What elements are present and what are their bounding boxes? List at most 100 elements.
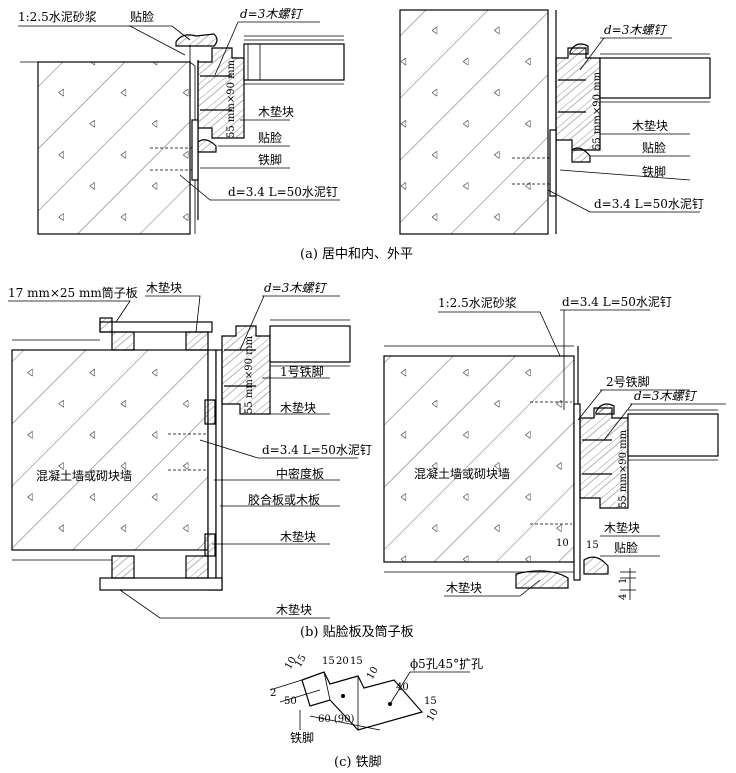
concrete-wall [383, 355, 575, 563]
label-block3: 木垫块 [276, 602, 312, 617]
figure-c: 2 10 15 15 20 15 10 50 40 15 10 60 (90) … [269, 653, 483, 745]
label-nail: d=3.4 L=50水泥钉 [262, 443, 372, 457]
label-block: 木垫块 [604, 520, 640, 535]
leader [603, 403, 633, 441]
leader [119, 589, 330, 619]
label-dim: 55 mm×90 mm [618, 429, 629, 508]
dim-line [279, 689, 321, 703]
label-wall: 混凝土墙或砌块墙 [36, 468, 132, 483]
door-leaf [243, 43, 345, 81]
dim-10b: 10 [365, 665, 381, 682]
figure-b-left: 17 mm×25 mm筒子板 木垫块 d=3木螺钉 55 mm×90 mm 1号… [8, 280, 372, 619]
wood-block [111, 331, 135, 351]
leader [128, 25, 191, 41]
label-mortar: 1:2.5水泥砂浆 [438, 295, 517, 310]
label-mdf: 中密度板 [276, 466, 324, 481]
label-screw: d=3木螺钉 [634, 389, 697, 403]
label-block2: 木垫块 [446, 580, 482, 595]
label-dim: 55 mm×90 mm [226, 59, 237, 138]
dim-15a: 15 [293, 653, 309, 670]
leader [145, 295, 201, 333]
wood-block [185, 331, 209, 351]
label-nail: d=3.4 L=50水泥钉 [594, 197, 704, 211]
label-block2: 木垫块 [280, 529, 316, 544]
plate-fold [323, 671, 331, 701]
board-bottom [99, 577, 223, 591]
dim-20: 20 [336, 656, 349, 667]
label-dim: 55 mm×90 mm [592, 71, 603, 150]
trim-block [99, 317, 113, 333]
label-block: 木垫块 [280, 400, 316, 415]
label-foot: 铁脚 [258, 152, 282, 167]
label-board: 17 mm×25 mm筒子板 [8, 285, 138, 300]
label-screw: d=3木螺钉 [240, 7, 303, 21]
door-leaf [627, 413, 719, 457]
label-hole: ϕ5孔45°扩孔 [410, 657, 483, 671]
leader [239, 295, 265, 351]
figure-b-right: 1:2.5水泥砂浆 d=3.4 L=50水泥钉 2号铁脚 d=3木螺钉 混凝土墙… [383, 295, 726, 600]
leader [18, 25, 186, 56]
wood-block [111, 555, 135, 579]
top-trim [595, 403, 615, 415]
wood-block [185, 555, 209, 579]
label-foot: 铁脚 [642, 164, 666, 179]
dim-4: 4 [618, 594, 629, 600]
leader [579, 37, 605, 71]
iron-foot-plate [301, 671, 424, 731]
dim-15c: 15 [350, 656, 363, 667]
door-leaf [599, 57, 711, 99]
label-mortar: 1:2.5水泥砂浆 [18, 9, 97, 24]
hole-icon [341, 694, 345, 698]
label-screw: d=3木螺钉 [604, 23, 667, 37]
label-dim: 55 mm×90 mm [244, 335, 255, 414]
label-wall: 混凝土墙或砌块墙 [414, 466, 510, 481]
leader [199, 439, 358, 459]
caption-c: (c) 铁脚 [334, 754, 382, 770]
label-ply: 胶合板或木板 [248, 492, 320, 507]
dim-line [269, 679, 303, 691]
label-nail: d=3.4 L=50水泥钉 [562, 295, 672, 309]
label-block: 木垫块 [632, 118, 668, 133]
leader [389, 671, 470, 705]
bottom-trim [571, 147, 591, 163]
board-top [99, 321, 213, 333]
dim-40: 40 [396, 682, 409, 693]
label-trim-top: 贴脸 [130, 10, 154, 24]
figure-a-right: d=3木螺钉 55 mm×90 mm 木垫块 贴脸 铁脚 d=3.4 L=50水… [399, 9, 711, 235]
concrete-wall [11, 349, 209, 551]
leader [577, 389, 603, 421]
dim-10c: 10 [425, 707, 441, 724]
leader [559, 169, 691, 181]
wood-block [204, 399, 216, 425]
label-nail: d=3.4 L=50水泥钉 [228, 185, 338, 199]
label-block: 木垫块 [258, 104, 294, 119]
top-trim [175, 33, 218, 47]
dim-15d: 15 [424, 696, 437, 707]
dim-60: 60 (90) [318, 714, 355, 725]
iron-foot [573, 403, 581, 581]
label-block-top: 木垫块 [146, 280, 182, 295]
caption-a: (a) 居中和内、外平 [300, 246, 413, 262]
label-trim: 贴脸 [642, 141, 666, 155]
dim-line [309, 715, 381, 731]
leader [438, 311, 561, 357]
dim-50: 50 [284, 696, 297, 707]
iron-foot [191, 119, 199, 181]
leader [547, 189, 700, 213]
ply-board [215, 349, 223, 591]
dim-10: 10 [556, 538, 569, 549]
label-foot2: 2号铁脚 [606, 374, 650, 389]
concrete-wall [399, 9, 549, 235]
top-trim [569, 43, 589, 55]
bottom-trim-left [515, 570, 569, 589]
dim-15b: 15 [322, 656, 335, 667]
bottom-trim [197, 139, 217, 153]
label-foot: 铁脚 [290, 730, 314, 745]
label-foot1: 1号铁脚 [280, 364, 324, 379]
door-leaf [269, 325, 351, 363]
dim-2: 2 [270, 688, 276, 699]
concrete-wall [37, 61, 191, 235]
figure-a-left: 1:2.5水泥砂浆 贴脸 d=3木螺钉 55 mm×90 mm 木垫块 贴脸 铁… [18, 7, 345, 235]
bottom-trim [583, 556, 609, 575]
